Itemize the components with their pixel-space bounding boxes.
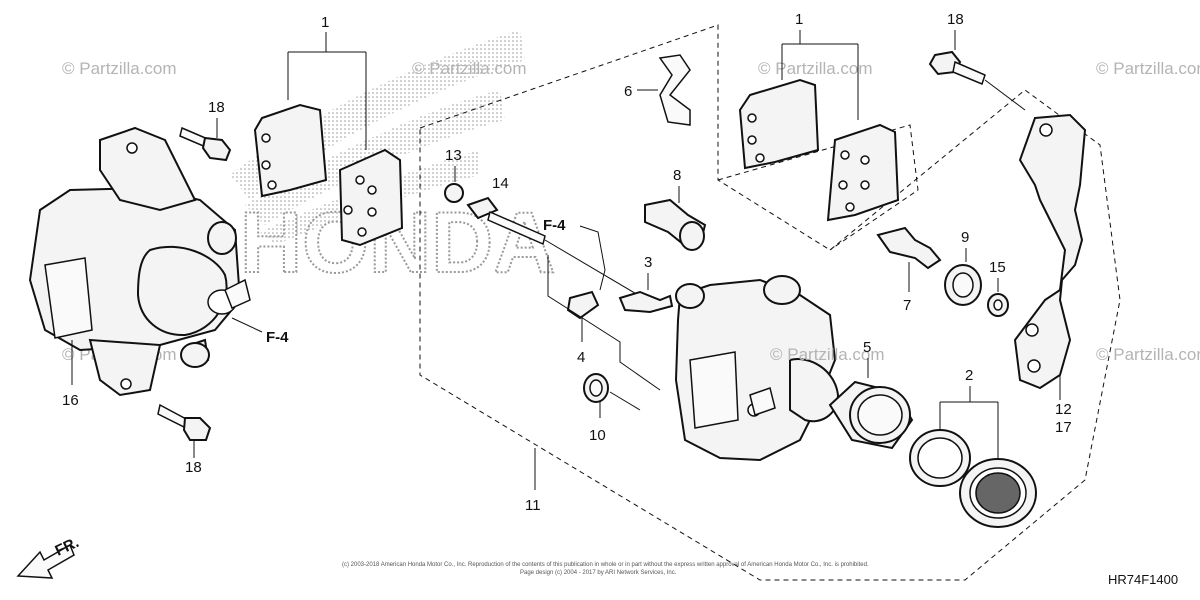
callout-left-pads[interactable]: 1 — [287, 14, 367, 150]
svg-text:Page design (c) 2004 - 2017 by: Page design (c) 2004 - 2017 by ARI Netwo… — [520, 570, 677, 576]
dust-seal-2 — [959, 458, 1037, 528]
svg-text:18: 18 — [208, 99, 225, 116]
ref-f4-left[interactable]: F-4 — [231, 317, 289, 346]
piston-seal-2 — [909, 429, 971, 487]
bleed-screw-3 — [618, 290, 674, 314]
watermark: © Partzilla.com — [1096, 59, 1200, 78]
left-caliper-body — [28, 126, 251, 397]
svg-text:8: 8 — [673, 167, 681, 184]
piston-5 — [828, 380, 914, 450]
callout-right-pads[interactable]: 1 — [781, 11, 859, 120]
svg-text:3: 3 — [644, 254, 652, 271]
right-brake-pad-pair — [738, 78, 900, 222]
svg-text:1: 1 — [795, 11, 803, 28]
callout-6[interactable]: 6 — [624, 83, 658, 100]
right-caliper-body — [674, 275, 840, 462]
callout-2[interactable]: 2 — [939, 367, 999, 460]
svg-text:6: 6 — [624, 83, 632, 100]
svg-text:F-4: F-4 — [543, 217, 566, 234]
diagram-code: HR74F1400 — [1108, 572, 1178, 587]
callout-8[interactable]: 8 — [673, 167, 681, 203]
svg-text:17: 17 — [1055, 419, 1072, 436]
boot-9 — [944, 264, 982, 306]
callout-4[interactable]: 4 — [577, 318, 585, 366]
callout-11[interactable]: 11 — [525, 448, 541, 514]
callout-left-bolt-bottom[interactable]: 18 — [185, 440, 202, 476]
callout-left-caliper[interactable]: 16 — [62, 340, 79, 409]
pin-cap-13 — [444, 183, 464, 203]
callout-15[interactable]: 15 — [989, 259, 1006, 292]
svg-text:7: 7 — [903, 297, 911, 314]
svg-text:12: 12 — [1055, 401, 1072, 418]
svg-text:4: 4 — [577, 349, 585, 366]
svg-text:9: 9 — [961, 229, 969, 246]
left-bolt-bottom — [157, 403, 212, 441]
callout-10[interactable]: 10 — [589, 391, 641, 444]
washer-15 — [987, 293, 1009, 317]
watermark: © Partzilla.com — [758, 59, 873, 78]
svg-text:15: 15 — [989, 259, 1006, 276]
watermark: © Partzilla.com — [412, 59, 527, 78]
svg-text:18: 18 — [185, 459, 202, 476]
svg-text:11: 11 — [525, 497, 541, 514]
watermark: © Partzilla.com — [62, 59, 177, 78]
svg-text:16: 16 — [62, 392, 79, 409]
callout-left-bolt-top[interactable]: 18 — [208, 99, 225, 138]
clip-spring-6 — [658, 54, 691, 126]
left-brake-pad-pair — [253, 103, 404, 247]
right-bolt-top — [928, 50, 1026, 111]
assembly-outlines — [419, 24, 1121, 581]
svg-text:5: 5 — [863, 339, 871, 356]
pin-leader — [547, 255, 661, 391]
callout-5[interactable]: 5 — [863, 339, 871, 378]
svg-text:FR.: FR. — [53, 534, 82, 560]
callout-3[interactable]: 3 — [644, 254, 652, 290]
callout-7[interactable]: 7 — [903, 262, 911, 314]
ref-f4-right[interactable]: F-4 — [543, 217, 606, 291]
svg-text:14: 14 — [492, 175, 509, 192]
callout-right-bolt-top[interactable]: 18 — [947, 11, 964, 50]
svg-text:1: 1 — [321, 14, 329, 31]
callout-14[interactable]: 14 — [492, 175, 509, 192]
svg-text:13: 13 — [445, 147, 462, 164]
watermark: © Partzilla.com — [770, 345, 885, 364]
copyright-notice: (c) 2003-2018 American Honda Motor Co., … — [342, 562, 869, 576]
svg-text:2: 2 — [965, 367, 973, 384]
svg-text:10: 10 — [589, 427, 606, 444]
boot-8 — [644, 198, 707, 251]
caliper-bracket — [1013, 113, 1087, 390]
watermark: © Partzilla.com — [1096, 345, 1200, 364]
slide-pin-14 — [466, 196, 651, 303]
bleed-cap-4 — [566, 290, 600, 320]
slide-pin-7 — [876, 226, 942, 270]
left-bolt-top — [179, 126, 232, 162]
callout-9[interactable]: 9 — [961, 229, 969, 262]
svg-text:F-4: F-4 — [266, 329, 289, 346]
callout-12-17[interactable]: 12 17 — [1055, 375, 1072, 436]
svg-text:(c) 2003-2018 American Honda M: (c) 2003-2018 American Honda Motor Co., … — [342, 562, 869, 568]
callout-13[interactable]: 13 — [445, 147, 462, 182]
svg-text:18: 18 — [947, 11, 964, 28]
front-direction-arrow: FR. — [16, 534, 82, 579]
boot-10 — [583, 373, 609, 403]
